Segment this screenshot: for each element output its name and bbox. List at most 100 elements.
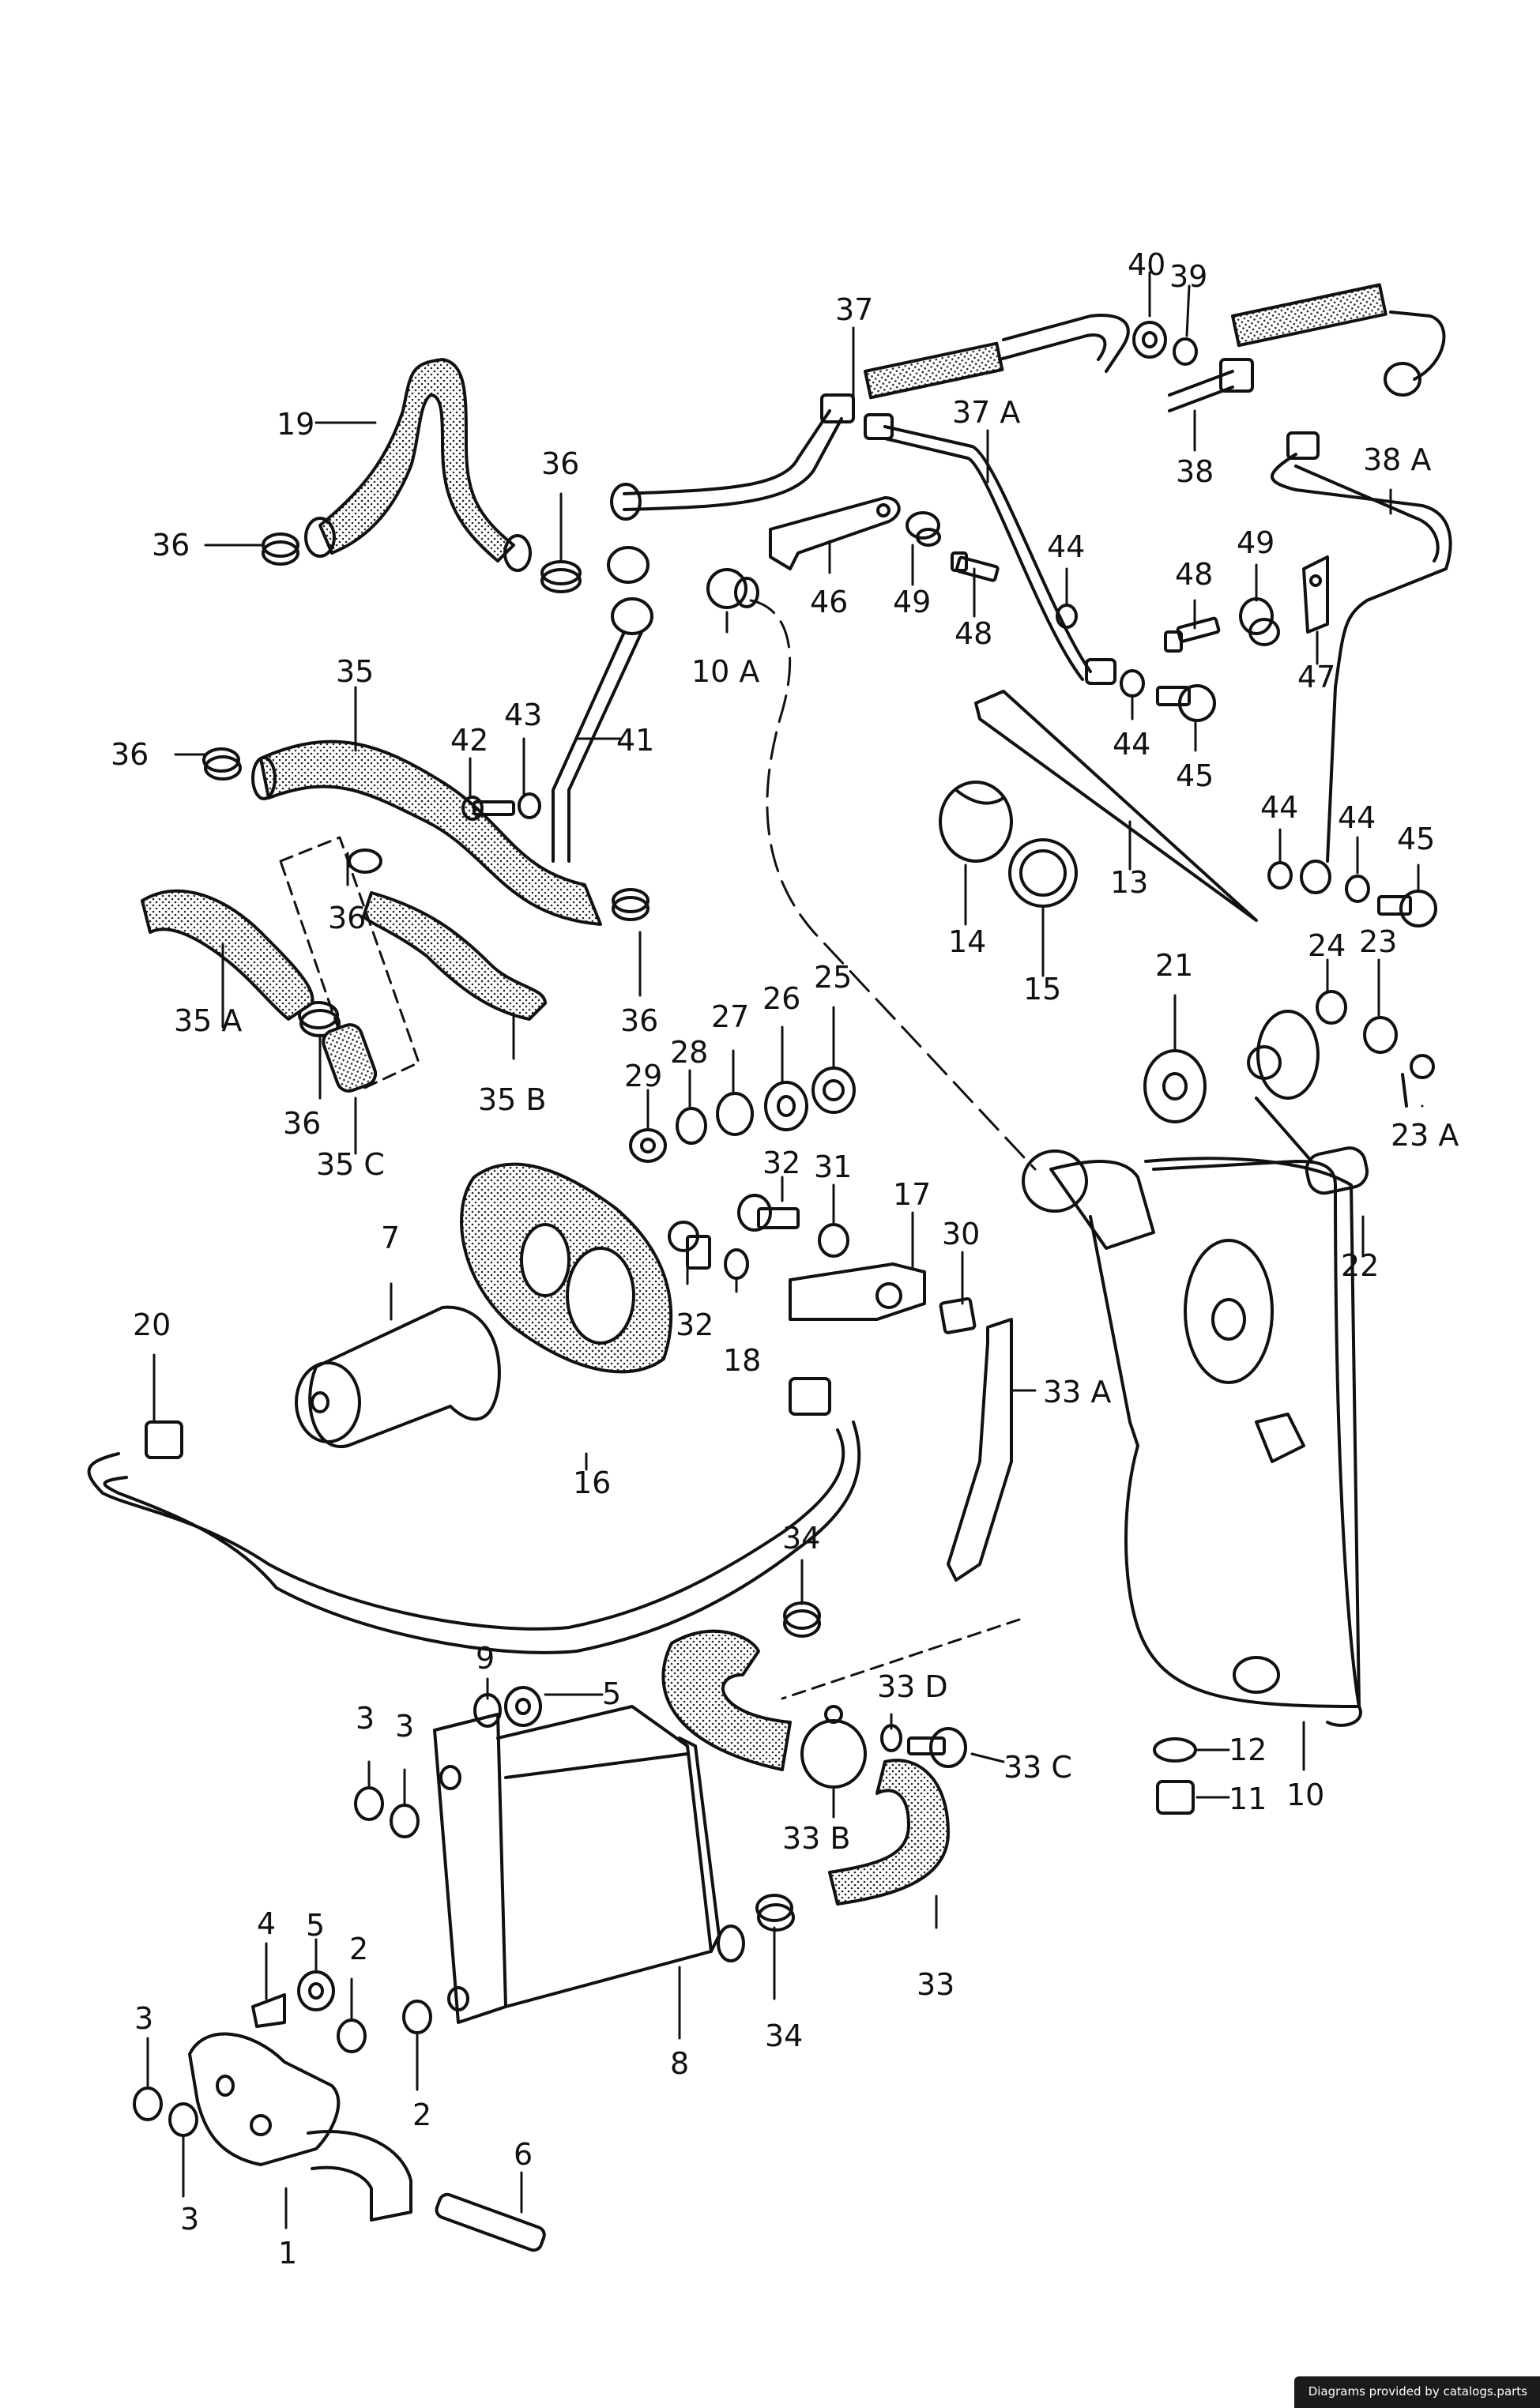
washer-44-d bbox=[1345, 875, 1370, 903]
callout-24: 24 bbox=[1308, 928, 1346, 963]
callout-46: 46 bbox=[810, 585, 848, 619]
callout-36-d: 36 bbox=[328, 901, 366, 935]
callout-36-e: 36 bbox=[283, 1106, 321, 1141]
elbow-23a bbox=[1401, 1054, 1435, 1108]
callout-35: 35 bbox=[336, 654, 374, 689]
callout-13: 13 bbox=[1110, 865, 1148, 900]
bracket-46 bbox=[769, 496, 901, 570]
callout-30: 30 bbox=[942, 1217, 980, 1251]
bushing-26 bbox=[764, 1081, 808, 1131]
washer-28 bbox=[676, 1107, 707, 1145]
washer-3-c bbox=[133, 2086, 163, 2121]
callout-5-b: 5 bbox=[306, 1908, 325, 1943]
sender-flange bbox=[1247, 1010, 1320, 1163]
braided-oil-line-38 bbox=[1168, 283, 1446, 412]
callout-35b: 35 B bbox=[478, 1082, 547, 1117]
callout-44-d: 44 bbox=[1338, 800, 1376, 835]
credit-text: Diagrams provided by catalogs.parts bbox=[1308, 2384, 1527, 2399]
callout-49-a: 49 bbox=[893, 585, 931, 619]
callout-36-c: 36 bbox=[111, 737, 149, 772]
callout-32-b: 32 bbox=[676, 1307, 714, 1342]
callout-44-b: 44 bbox=[1113, 727, 1150, 762]
bolt-45-b bbox=[1377, 890, 1437, 927]
washer-18 bbox=[724, 1248, 749, 1280]
clamp-33b bbox=[800, 1705, 867, 1789]
callout-37: 37 bbox=[835, 292, 873, 327]
callout-1: 1 bbox=[278, 2236, 297, 2271]
callout-31: 31 bbox=[814, 1149, 852, 1184]
bolt-32-a bbox=[737, 1194, 800, 1232]
grommet-10a bbox=[706, 568, 759, 609]
washer-43 bbox=[518, 792, 541, 819]
clip-49-right bbox=[1239, 597, 1280, 646]
callout-44-c: 44 bbox=[1260, 790, 1298, 825]
oil-pump-1 bbox=[188, 2032, 412, 2222]
callout-10a: 10 A bbox=[691, 654, 759, 689]
nut-40 bbox=[1132, 321, 1167, 359]
seal-15 bbox=[1008, 838, 1078, 908]
callout-43: 43 bbox=[504, 698, 542, 732]
hose-clamp-36-d bbox=[348, 848, 382, 874]
callout-7: 7 bbox=[381, 1221, 400, 1255]
callout-48-a: 48 bbox=[954, 616, 992, 651]
oil-line-37a bbox=[864, 413, 1116, 685]
hose-clamp-36-c bbox=[202, 747, 242, 781]
callout-35a: 35 A bbox=[174, 1003, 242, 1038]
callout-38: 38 bbox=[1176, 454, 1214, 489]
callout-12: 12 bbox=[1229, 1733, 1267, 1767]
washer-27 bbox=[716, 1092, 754, 1136]
clip-49-left bbox=[906, 511, 941, 547]
pad-16 bbox=[460, 1162, 673, 1374]
sensor-22 bbox=[1305, 1146, 1369, 1195]
callout-20: 20 bbox=[133, 1307, 171, 1342]
clamp-17 bbox=[789, 1262, 926, 1321]
washer-44-c bbox=[1267, 861, 1293, 890]
callout-36-a: 36 bbox=[152, 528, 190, 562]
bolt-48-right bbox=[1164, 616, 1221, 653]
callout-3-b: 3 bbox=[395, 1709, 414, 1744]
washer-24 bbox=[1316, 990, 1347, 1025]
washer-31 bbox=[818, 1223, 849, 1258]
callout-40: 40 bbox=[1128, 247, 1165, 282]
leader-lines bbox=[146, 271, 1424, 2229]
callout-35c: 35 C bbox=[316, 1147, 385, 1182]
hose-clamp-34-b bbox=[755, 1894, 795, 1932]
bracket-4 bbox=[251, 1993, 286, 2028]
callout-33: 33 bbox=[917, 1967, 954, 2002]
oil-filter-7 bbox=[295, 1305, 501, 1449]
hose-clamp-34-a bbox=[783, 1601, 821, 1638]
callout-37a: 37 A bbox=[952, 395, 1020, 430]
callout-34-a: 34 bbox=[782, 1521, 820, 1556]
callout-6: 6 bbox=[514, 2137, 533, 2172]
callout-26: 26 bbox=[762, 981, 800, 1016]
dashed-route-line bbox=[749, 599, 1037, 1171]
callout-36-b: 36 bbox=[541, 446, 579, 481]
callout-21: 21 bbox=[1155, 948, 1193, 983]
nut-5-lower bbox=[297, 1970, 335, 2011]
washer-44-b bbox=[1120, 669, 1145, 698]
callout-2-b: 2 bbox=[412, 2098, 431, 2132]
callout-33c: 33 C bbox=[1003, 1750, 1072, 1785]
bolt-33c bbox=[907, 1727, 967, 1768]
nut-29 bbox=[629, 1128, 667, 1163]
callout-5-a: 5 bbox=[602, 1676, 621, 1711]
callout-41: 41 bbox=[616, 723, 654, 758]
washer-2-b bbox=[402, 2000, 432, 2034]
bracket-33a bbox=[947, 1318, 1013, 1582]
nut-5-upper bbox=[504, 1686, 542, 1727]
callout-9: 9 bbox=[476, 1641, 495, 1676]
hose-35 bbox=[251, 739, 602, 926]
callout-33d: 33 D bbox=[877, 1669, 948, 1704]
washer-3-a bbox=[354, 1786, 384, 1821]
callout-22: 22 bbox=[1341, 1248, 1379, 1283]
drain-plug-11 bbox=[1156, 1780, 1195, 1815]
washer-2-a bbox=[337, 2019, 367, 2053]
callout-48-b: 48 bbox=[1175, 557, 1213, 592]
callout-33b: 33 B bbox=[782, 1821, 851, 1856]
filler-cap-14 bbox=[939, 781, 1013, 863]
y-hose-19 bbox=[304, 358, 532, 572]
callout-11: 11 bbox=[1229, 1782, 1267, 1816]
bolt-32-b bbox=[668, 1221, 711, 1270]
oil-cooler-8 bbox=[433, 1705, 745, 2024]
